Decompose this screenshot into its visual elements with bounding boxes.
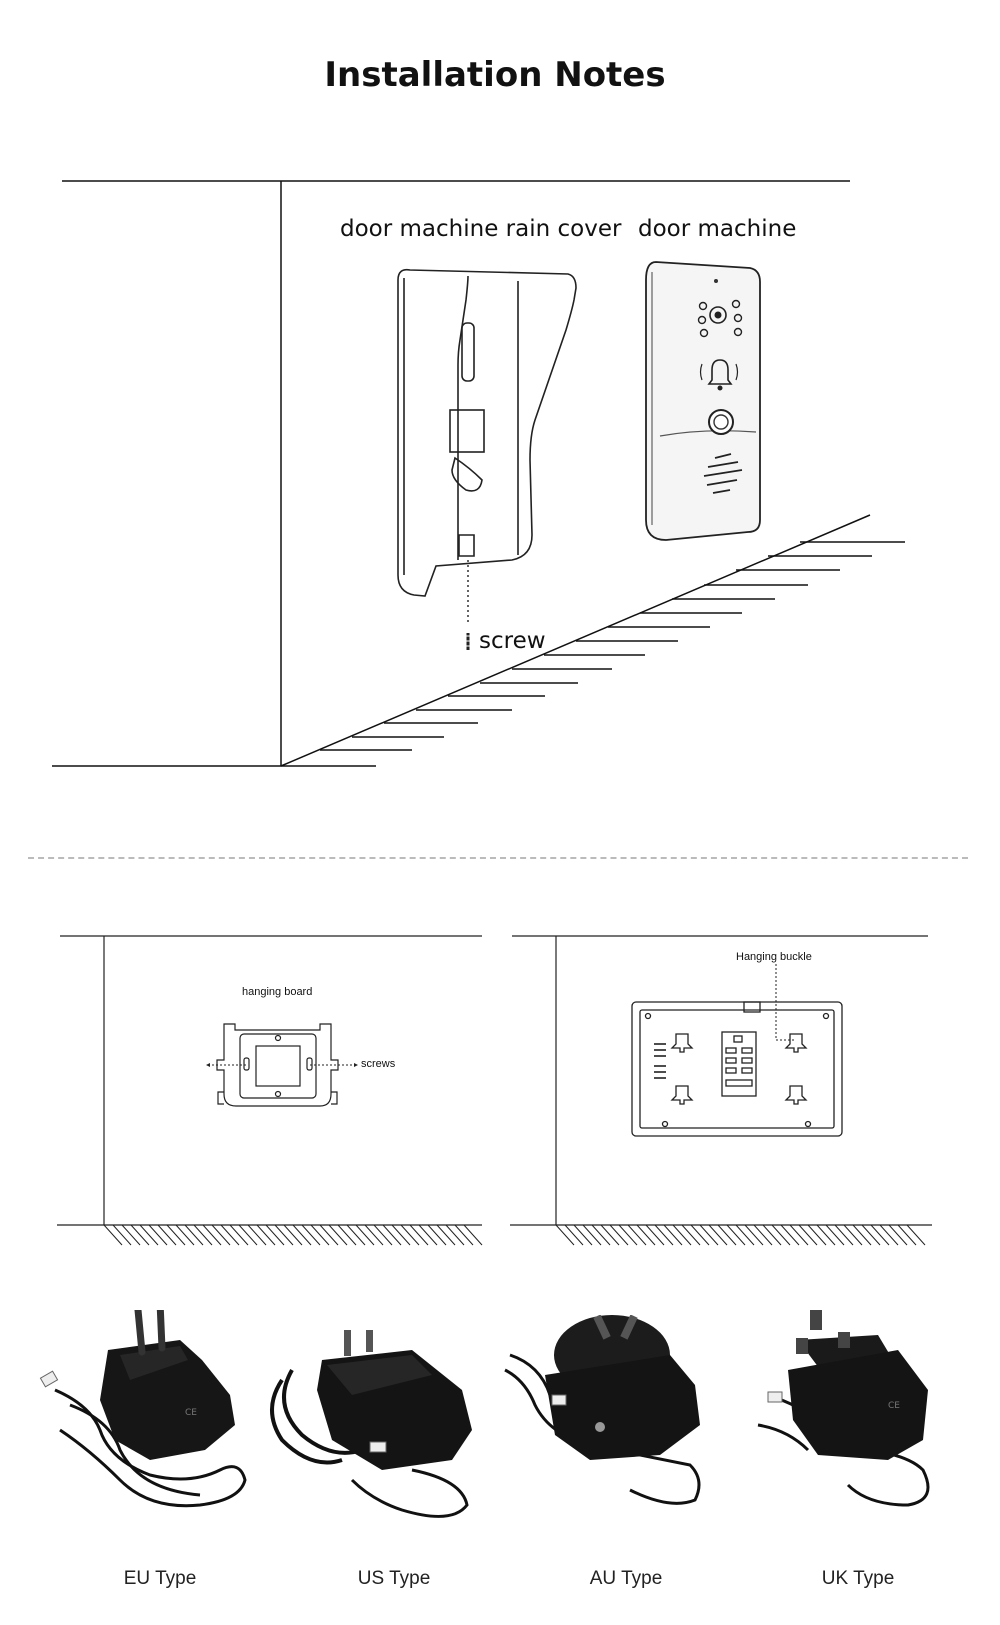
screw-label: screw	[479, 628, 546, 654]
svg-text:CE: CE	[185, 1408, 197, 1418]
outdoor-install-diagram	[52, 180, 905, 767]
hanging-board-label: hanging board	[242, 986, 313, 998]
hanging-buckle-label: Hanging buckle	[736, 951, 812, 963]
us-type-label: US Type	[357, 1568, 431, 1589]
us-plug-adapter-icon	[270, 1330, 472, 1518]
uk-type-label: UK Type	[821, 1568, 895, 1589]
indoor-monitor-back-icon	[631, 1001, 843, 1137]
screws-label: screws	[361, 1058, 396, 1070]
svg-text:CE: CE	[888, 1401, 900, 1411]
section-divider	[28, 857, 968, 859]
hanging-board-icon	[216, 1023, 339, 1107]
door-machine-label: door machine	[638, 216, 797, 242]
eu-plug-adapter-icon: CE	[39, 1310, 247, 1508]
au-plug-adapter-icon	[504, 1315, 701, 1505]
uk-plug-adapter-icon: CE	[757, 1310, 930, 1507]
door-machine-icon	[645, 261, 761, 541]
rain-cover-label: door machine rain cover	[340, 216, 622, 242]
page-title: Installation Notes	[324, 55, 666, 95]
rain-cover-icon	[397, 268, 577, 597]
screw-icon	[464, 633, 472, 650]
au-type-label: AU Type	[589, 1568, 663, 1589]
eu-type-label: EU Type	[123, 1568, 197, 1589]
